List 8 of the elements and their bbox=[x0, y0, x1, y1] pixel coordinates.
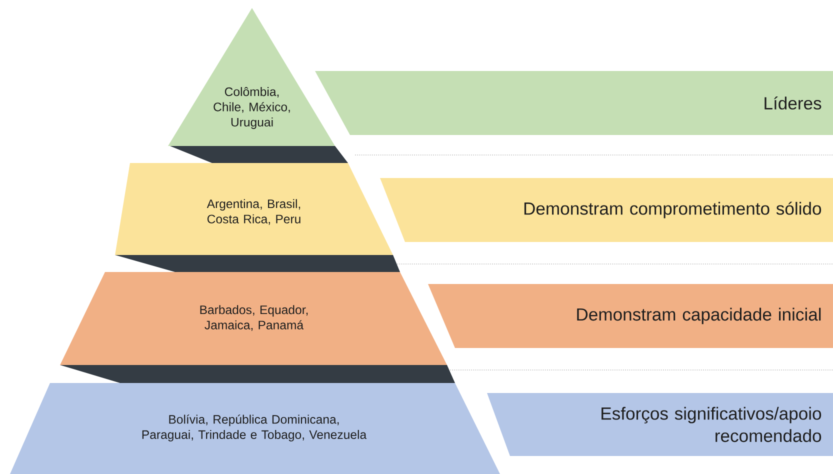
node-label: Barbados, Equador, Jamaica, Panamá bbox=[200, 305, 308, 331]
pyramid-tier: Argentina, Brasil, Costa Rica, Peru bbox=[115, 163, 400, 272]
banner: Esforços significativos/apoio recomendado bbox=[487, 393, 833, 456]
banner: Demonstram comprometimento sólido bbox=[380, 178, 833, 242]
pyramid-tier: Barbados, Equador, Jamaica, Panamá bbox=[60, 272, 455, 383]
banner: Líderes bbox=[315, 71, 833, 135]
pyramid-tier: Colômbia, Chile, México, Uruguai bbox=[168, 8, 348, 163]
banner: Demonstram capacidade inicial bbox=[428, 284, 833, 348]
